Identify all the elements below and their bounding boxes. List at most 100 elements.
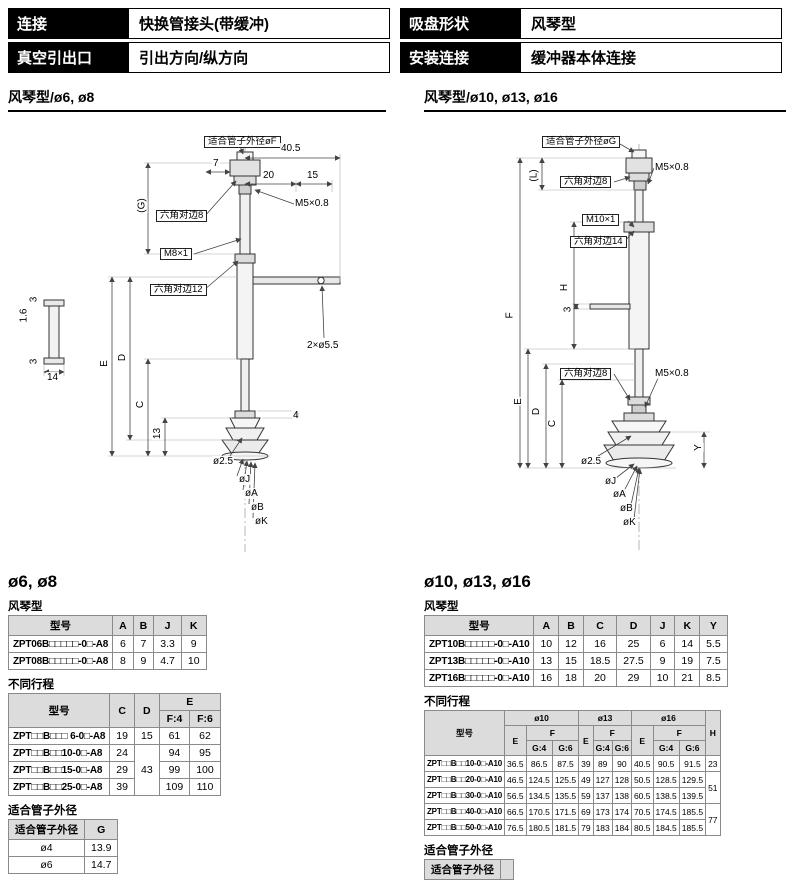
spec-value: 缓冲器本体连接 <box>531 50 637 67</box>
column-header: A <box>112 615 134 636</box>
value-cell: 40.5 <box>630 755 654 772</box>
value-cell: 171.5 <box>551 803 580 820</box>
dimension-label: C <box>547 418 559 429</box>
value-cell: 185.5 <box>678 803 707 820</box>
column-header: B <box>132 615 155 636</box>
value-cell: 19 <box>674 652 701 670</box>
value-cell: 50.5 <box>630 771 654 788</box>
value-cell: 13 <box>533 652 560 670</box>
column-header: C <box>109 693 135 728</box>
value-cell: 95 <box>189 744 221 762</box>
table-label-stroke: 不同行程 <box>424 696 470 708</box>
value-cell: 12 <box>558 635 584 653</box>
section-title-right: 风琴型/ø10, ø13, ø16 <box>424 87 786 112</box>
dimension-label: 3 <box>562 305 574 314</box>
value-cell: 6 <box>112 635 134 653</box>
dimension-label: D <box>117 352 129 363</box>
dimension-label: (L) <box>528 168 540 183</box>
spec-value: 风琴型 <box>531 16 577 33</box>
value-cell: 70.5 <box>630 803 654 820</box>
value-cell: 183 <box>592 819 613 836</box>
callout-label: 六角对边8 <box>156 210 208 223</box>
value-cell: 4.7 <box>153 652 182 670</box>
dimension-label: 1.6 <box>18 307 30 324</box>
value-cell: 79 <box>578 819 594 836</box>
value-cell: 14 <box>674 635 701 653</box>
value-cell: 29 <box>616 669 651 687</box>
value-cell: 27.5 <box>616 652 651 670</box>
value-cell: 16 <box>533 669 560 687</box>
value-cell: 125.5 <box>551 771 580 788</box>
value-cell: 13.9 <box>83 839 119 857</box>
model-number-cell: ZPT08B□□□□□-0□-A8 <box>7 652 114 670</box>
value-cell: 77 <box>705 803 721 836</box>
value-cell: 80.5 <box>630 819 654 836</box>
callout-label: 六角对边12 <box>150 284 207 297</box>
spec-value: 引出方向/纵方向 <box>139 50 249 67</box>
value-cell: 7.5 <box>699 652 728 670</box>
value-cell: 39 <box>578 755 594 772</box>
column-header: G:6 <box>678 740 707 756</box>
value-cell: ø4 <box>8 839 85 857</box>
dimension-label: øB <box>619 503 634 514</box>
size-heading-right: ø10, ø13, ø16 <box>424 572 531 591</box>
value-cell: 46.5 <box>504 771 527 788</box>
spec-pair-pad-shape: 吸盘形状 风琴型 <box>400 8 782 39</box>
value-cell: 23 <box>705 755 721 772</box>
value-cell: 91.5 <box>678 755 707 772</box>
column-header: ø10 <box>503 710 580 726</box>
column-header: E <box>504 725 527 756</box>
value-cell: 66.5 <box>504 803 527 820</box>
column-header: ø13 <box>578 710 632 726</box>
model-number-cell: ZPT□□B□□50-0□-A10 <box>424 819 505 836</box>
value-cell: 90.5 <box>652 755 680 772</box>
column-header: E <box>158 693 221 711</box>
value-cell: 76.5 <box>504 819 527 836</box>
value-cell: 174 <box>611 803 632 820</box>
value-cell: 20 <box>582 669 618 687</box>
value-cell: 181.5 <box>551 819 580 836</box>
dimension-label: øA <box>244 488 259 499</box>
column-header: F <box>592 725 632 741</box>
value-cell: 56.5 <box>504 787 527 804</box>
value-cell: 36.5 <box>504 755 527 772</box>
column-header: 型号 <box>424 710 505 756</box>
value-cell: 69 <box>578 803 594 820</box>
spec-row-2: 真空引出口 引出方向/纵方向 安装连接 缓冲器本体连接 <box>8 42 782 73</box>
column-header: J <box>153 615 182 636</box>
column-header: J <box>649 615 676 636</box>
column-header: D <box>616 615 651 636</box>
dimension-label: E <box>512 397 524 406</box>
column-header: H <box>705 710 721 756</box>
value-cell: 10 <box>649 669 676 687</box>
model-number-cell: ZPT□□B□□30-0□-A10 <box>424 787 505 804</box>
column-header: G:6 <box>551 740 580 756</box>
dimension-label: øJ <box>604 476 618 487</box>
value-cell: 9 <box>132 652 155 670</box>
callout-label: 六角对边14 <box>570 236 627 249</box>
column-header: B <box>558 615 584 636</box>
value-cell: 173 <box>592 803 613 820</box>
model-number-cell: ZPT□□B□□40-0□-A10 <box>424 803 505 820</box>
dimension-label: øK <box>254 516 269 527</box>
column-header: A <box>533 615 560 636</box>
dimension-label: øB <box>250 502 265 513</box>
value-cell: 184 <box>611 819 632 836</box>
model-number-cell: ZPT□□B□□15-0□-A8 <box>7 761 111 779</box>
column-header: ø16 <box>630 710 707 726</box>
value-cell: 100 <box>189 761 221 779</box>
spec-label: 吸盘形状 <box>401 9 521 38</box>
table-label-stroke: 不同行程 <box>8 679 54 691</box>
value-cell: 62 <box>189 727 221 745</box>
value-cell: 21 <box>674 669 701 687</box>
column-header: F:6 <box>189 710 221 728</box>
value-cell: ø6 <box>8 856 85 874</box>
value-cell: 15 <box>133 727 160 745</box>
value-cell: 89 <box>592 755 613 772</box>
